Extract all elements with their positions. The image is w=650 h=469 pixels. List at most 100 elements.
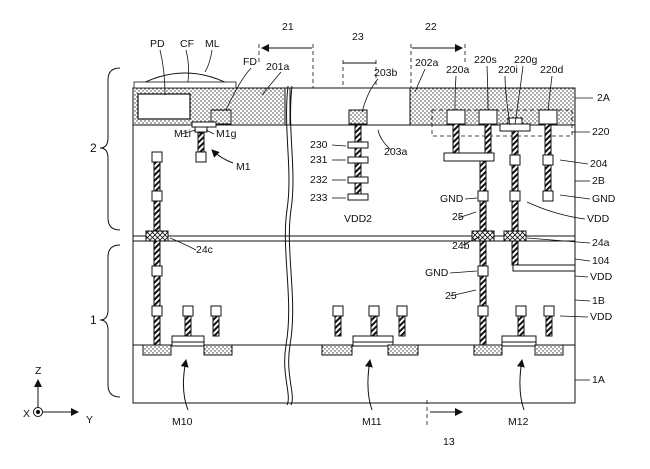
bond-24c <box>145 230 169 242</box>
via <box>479 315 487 346</box>
pad <box>182 305 194 317</box>
label-232: 232 <box>310 174 328 186</box>
region-220-box <box>431 109 573 137</box>
pad <box>151 305 163 317</box>
arrow-m12 <box>516 359 525 411</box>
label-220i: 220i <box>498 64 518 76</box>
color-filter <box>133 81 237 89</box>
chip-outline <box>132 87 576 404</box>
pad-220 <box>478 109 498 125</box>
gate-m1 <box>191 121 217 128</box>
via <box>479 160 487 192</box>
via <box>511 240 519 266</box>
label-ml: ML <box>205 38 220 50</box>
label-23: 23 <box>352 31 364 43</box>
via <box>334 315 342 337</box>
label-m1g: M1g <box>216 128 237 140</box>
pad <box>509 154 521 166</box>
axis-z-label: Z <box>35 365 42 377</box>
label-gnd-mid-2: GND <box>425 267 449 279</box>
via <box>511 200 519 232</box>
break-line <box>284 85 290 406</box>
pad <box>368 305 380 317</box>
label-204: 204 <box>590 158 608 170</box>
label-24b: 24b <box>452 240 470 252</box>
via <box>452 123 460 154</box>
bond-24b <box>471 230 495 242</box>
label-m11: M11 <box>362 416 382 428</box>
axis-y-label: Y <box>86 414 93 426</box>
label-220a: 220a <box>446 64 470 76</box>
pad <box>509 190 521 202</box>
label-1b: 1B <box>592 295 605 307</box>
label-202a: 202a <box>415 57 439 69</box>
label-201a: 201a <box>266 61 290 73</box>
gate-m12 <box>501 335 537 343</box>
photodiode <box>137 93 191 120</box>
pad-231 <box>347 156 369 164</box>
label-gnd-mid-1: GND <box>440 193 464 205</box>
label-m12: M12 <box>508 416 529 428</box>
label-24c: 24c <box>196 244 213 256</box>
label-104: 104 <box>592 255 610 267</box>
via <box>197 132 205 153</box>
pad <box>543 305 555 317</box>
pad-230 <box>347 141 369 149</box>
pad <box>151 265 163 277</box>
via <box>544 123 552 156</box>
label-pd: PD <box>150 38 165 50</box>
label-2a: 2A <box>597 92 610 104</box>
label-brace-1: 1 <box>90 313 97 327</box>
label-21: 21 <box>282 21 294 33</box>
via <box>153 275 161 307</box>
axis-x-label: X <box>23 408 30 420</box>
axes-icon <box>33 379 79 417</box>
label-gnd-right-1: GND <box>592 193 616 205</box>
pad <box>210 305 222 317</box>
bar-204 <box>443 152 495 162</box>
pad <box>542 190 554 202</box>
gate-220g <box>499 123 531 132</box>
label-m10: M10 <box>172 416 193 428</box>
label-vdd-right-3: VDD <box>590 311 613 323</box>
label-220s: 220s <box>474 54 497 66</box>
label-13: 13 <box>443 436 455 448</box>
pad-233 <box>347 193 369 201</box>
label-2b: 2B <box>592 175 605 187</box>
via <box>398 315 406 337</box>
gate-m11 <box>352 335 394 343</box>
via <box>212 315 220 337</box>
label-230: 230 <box>310 139 328 151</box>
arrow-m1 <box>211 149 234 164</box>
via <box>511 130 519 156</box>
via <box>545 315 553 337</box>
pad <box>195 151 207 163</box>
label-24a: 24a <box>592 237 610 249</box>
via <box>354 162 362 178</box>
via <box>354 182 362 195</box>
label-vdd-right-2: VDD <box>590 271 613 283</box>
pad-203b <box>348 109 368 125</box>
pad <box>477 190 489 202</box>
bond-24a <box>503 230 527 242</box>
label-25a: 25 <box>452 211 464 223</box>
via <box>479 240 487 267</box>
label-220: 220 <box>592 126 610 138</box>
via <box>153 240 161 267</box>
labels: PD CF ML FD 21 23 22 201a 203b 202a 220a… <box>23 21 616 448</box>
via <box>153 161 161 192</box>
via <box>184 315 192 337</box>
pad <box>332 305 344 317</box>
via <box>354 147 362 158</box>
label-vdd2: VDD2 <box>344 213 372 225</box>
pad <box>396 305 408 317</box>
pad <box>477 305 489 317</box>
label-233: 233 <box>310 192 328 204</box>
via <box>511 164 519 192</box>
leader-lines <box>159 49 593 381</box>
pad <box>515 305 527 317</box>
label-220g: 220g <box>514 54 538 66</box>
wiring <box>145 109 576 347</box>
label-fd: FD <box>243 56 257 68</box>
label-1a: 1A <box>592 374 605 386</box>
